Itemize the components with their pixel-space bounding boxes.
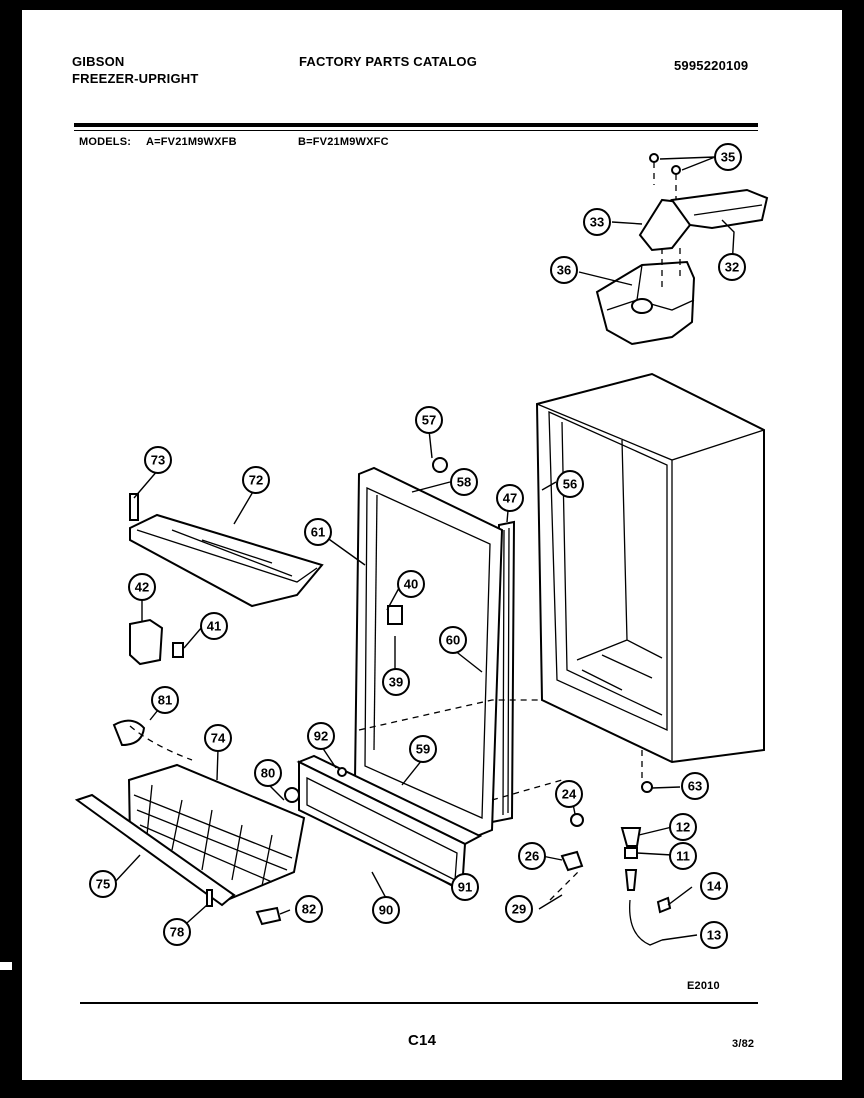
- freezer-cabinet-drawing: [535, 372, 765, 764]
- scan-edge-mark: [0, 962, 12, 970]
- callout-24: 24: [555, 780, 583, 808]
- callout-14: 14: [700, 872, 728, 900]
- svg-text:24: 24: [562, 787, 577, 802]
- svg-text:72: 72: [249, 473, 263, 488]
- svg-text:82: 82: [302, 902, 316, 917]
- callout-47: 47: [496, 484, 524, 512]
- models-label: MODELS:: [79, 136, 132, 148]
- basket-drawing: [74, 763, 306, 926]
- callout-11: 11: [669, 842, 697, 870]
- model-b: B=FV21M9WXFC: [298, 136, 389, 148]
- svg-text:11: 11: [676, 849, 690, 864]
- svg-text:12: 12: [676, 820, 690, 835]
- callout-63: 63: [681, 772, 709, 800]
- header-rule: [74, 123, 758, 127]
- callout-12: 12: [669, 813, 697, 841]
- svg-text:63: 63: [688, 779, 702, 794]
- revision-date: 3/82: [732, 1038, 755, 1050]
- toe-grille-drawing: [296, 754, 483, 892]
- callout-75: 75: [89, 870, 117, 898]
- svg-text:35: 35: [721, 150, 735, 165]
- callout-57: 57: [415, 406, 443, 434]
- svg-text:39: 39: [389, 675, 403, 690]
- callout-82: 82: [295, 895, 323, 923]
- svg-text:80: 80: [261, 766, 275, 781]
- callout-35: 35: [714, 143, 742, 171]
- callout-91: 91: [451, 873, 479, 901]
- callout-81: 81: [151, 686, 179, 714]
- callout-58: 58: [450, 468, 478, 496]
- svg-text:92: 92: [314, 729, 328, 744]
- callout-40: 40: [397, 570, 425, 598]
- callout-bubbles: 35 33 32 36 57 58 47 56 73 72 61 40 42 4…: [89, 143, 746, 949]
- callout-73: 73: [144, 446, 172, 474]
- catalog-page: GIBSON FREEZER-UPRIGHT FACTORY PARTS CAT…: [22, 10, 842, 1080]
- alignment-line: [129, 725, 193, 761]
- callout-13: 13: [700, 921, 728, 949]
- callout-90: 90: [372, 896, 400, 924]
- callout-78: 78: [163, 918, 191, 946]
- drain-parts-drawing: [549, 750, 672, 946]
- svg-text:81: 81: [158, 693, 172, 708]
- svg-text:74: 74: [211, 731, 226, 746]
- svg-text:32: 32: [725, 260, 739, 275]
- footer-rule: [80, 1002, 758, 1004]
- svg-text:58: 58: [457, 475, 471, 490]
- svg-text:75: 75: [96, 877, 110, 892]
- exploded-parts-diagram: 35 33 32 36 57 58 47 56 73 72 61 40 42 4…: [74, 143, 769, 949]
- svg-text:78: 78: [170, 925, 184, 940]
- svg-text:73: 73: [151, 453, 165, 468]
- callout-56: 56: [556, 470, 584, 498]
- callout-29: 29: [505, 895, 533, 923]
- housing-assembly-drawing: [595, 153, 769, 346]
- callout-74: 74: [204, 724, 232, 752]
- callout-59: 59: [409, 735, 437, 763]
- svg-text:56: 56: [563, 477, 577, 492]
- svg-text:14: 14: [707, 879, 722, 894]
- header-rule-thin: [74, 130, 758, 131]
- callout-32: 32: [718, 253, 746, 281]
- svg-text:33: 33: [590, 215, 604, 230]
- page-code: C14: [408, 1032, 437, 1049]
- callout-39: 39: [382, 668, 410, 696]
- callout-80: 80: [254, 759, 282, 787]
- callout-72: 72: [242, 466, 270, 494]
- svg-text:29: 29: [512, 902, 526, 917]
- svg-text:57: 57: [422, 413, 436, 428]
- svg-text:61: 61: [311, 525, 325, 540]
- svg-text:60: 60: [446, 633, 460, 648]
- shelf-drawing: [129, 493, 324, 608]
- svg-text:26: 26: [525, 849, 539, 864]
- callout-41: 41: [200, 612, 228, 640]
- catalog-title: FACTORY PARTS CATALOG: [299, 54, 478, 69]
- small-parts-drawing: [112, 618, 184, 747]
- brand-label: GIBSON: [72, 54, 125, 69]
- alignment-line: [358, 699, 563, 801]
- svg-text:47: 47: [503, 491, 517, 506]
- callout-36: 36: [550, 256, 578, 284]
- callout-26: 26: [518, 842, 546, 870]
- svg-text:40: 40: [404, 577, 418, 592]
- callout-33: 33: [583, 208, 611, 236]
- callout-42: 42: [128, 573, 156, 601]
- svg-text:13: 13: [707, 928, 721, 943]
- svg-text:59: 59: [416, 742, 430, 757]
- svg-text:91: 91: [458, 880, 472, 895]
- callout-60: 60: [439, 626, 467, 654]
- model-a: A=FV21M9WXFB: [146, 136, 237, 148]
- figure-code: E2010: [687, 980, 720, 992]
- callout-61: 61: [304, 518, 332, 546]
- product-type-label: FREEZER-UPRIGHT: [72, 71, 199, 86]
- door-panel-drawing: [353, 457, 504, 838]
- svg-text:41: 41: [207, 619, 221, 634]
- svg-text:42: 42: [135, 580, 149, 595]
- leader-lines: [113, 156, 735, 941]
- catalog-number: 5995220109: [674, 58, 749, 73]
- svg-text:36: 36: [557, 263, 571, 278]
- svg-text:90: 90: [379, 903, 393, 918]
- callout-92: 92: [307, 722, 335, 750]
